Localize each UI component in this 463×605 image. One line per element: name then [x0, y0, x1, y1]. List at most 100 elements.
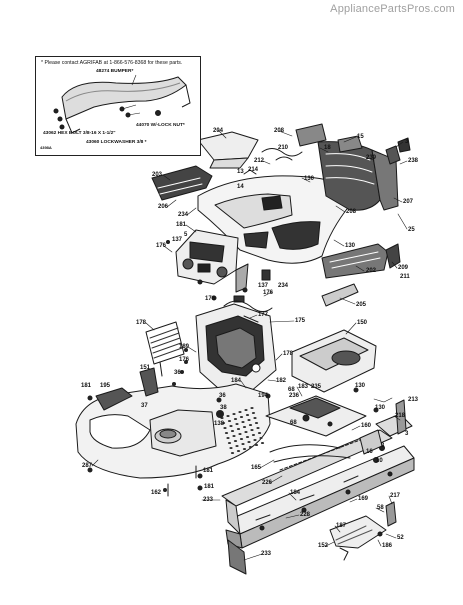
part-callout: 211 — [400, 274, 410, 280]
front-panel-202 — [321, 243, 401, 279]
vent-slot — [244, 431, 248, 433]
chassis-plate — [265, 395, 367, 471]
part-callout: 176 — [156, 243, 167, 249]
part-callout: 130 — [345, 243, 356, 249]
vent-slot — [239, 416, 244, 418]
spring-lines — [243, 148, 303, 175]
part-callout: 16 — [366, 449, 373, 455]
fender-deck — [75, 383, 271, 479]
part-callout: 234 — [178, 212, 189, 218]
part-callout: 68 — [290, 420, 297, 426]
vent-slot — [232, 413, 236, 415]
part-callout: 15 — [357, 134, 364, 140]
part-callout: 18 — [324, 145, 331, 151]
part-callout: 13 — [237, 169, 244, 175]
vent-slot — [227, 420, 232, 422]
vent-slot — [230, 430, 235, 432]
vent-slot — [241, 443, 245, 445]
inset-part-label: 44070 W/-LOCK NUT* — [136, 123, 185, 128]
part-callout: 239 — [366, 155, 377, 161]
vent-slot — [229, 447, 233, 449]
part-callout: 208 — [346, 209, 357, 215]
vent-slot — [230, 452, 235, 454]
lever-195 — [95, 387, 133, 411]
vent-slot — [254, 444, 259, 446]
vent-slot — [241, 421, 245, 423]
part-callout: 206 — [158, 204, 169, 210]
part-callout: 189 — [179, 344, 190, 350]
vent-slot — [247, 419, 251, 421]
part-callout: 204 — [213, 128, 224, 134]
vent-slot — [250, 429, 254, 431]
watermark: AppliancePartsPros.com — [330, 3, 455, 15]
part-callout: 130 — [375, 405, 386, 411]
inset-code: 4398A — [40, 145, 52, 150]
part-callout: 58 — [377, 505, 384, 511]
fender-vents — [220, 407, 265, 454]
part-callout: 162 — [151, 490, 162, 496]
inset-box: * Please contact AGRIFAB at 1-866-576-83… — [35, 56, 201, 156]
vent-grille — [145, 321, 185, 365]
vent-slot — [235, 423, 239, 425]
part-callout: 287 — [82, 463, 93, 469]
part-callout: 130 — [355, 383, 366, 389]
part-callout: 137 — [258, 283, 269, 289]
steering-support — [195, 300, 277, 393]
vent-slot — [242, 448, 247, 450]
part-callout: 178 — [283, 351, 294, 357]
vent-slot — [256, 427, 260, 429]
vent-slot — [229, 425, 233, 427]
part-callout: 178 — [136, 320, 147, 326]
part-callout: 3 — [405, 431, 409, 437]
part-callout: 203 — [152, 172, 163, 178]
part-callout: 181 — [176, 222, 187, 228]
small-parts — [166, 240, 271, 303]
panel-205 — [321, 283, 359, 307]
part-callout: 207 — [403, 199, 414, 205]
vent-slot — [248, 446, 253, 448]
bolt-stems — [159, 361, 197, 497]
vent-slot — [251, 412, 256, 414]
part-callout: 186 — [382, 543, 393, 549]
vent-slot — [224, 432, 229, 434]
part-callout: 14 — [237, 184, 244, 190]
part-callout: 184 — [290, 490, 301, 496]
vent-slot — [221, 422, 226, 424]
part-callout: 218 — [395, 413, 406, 419]
vent-slot — [233, 418, 238, 420]
vent-slot — [257, 432, 262, 434]
part-callout: 176 — [263, 290, 274, 296]
part-callout: 52 — [397, 535, 404, 541]
part-callout: 228 — [300, 512, 311, 518]
part-callout: 212 — [254, 158, 265, 164]
vent-slot — [259, 437, 263, 439]
fasteners — [87, 348, 379, 492]
vent-slot — [245, 436, 250, 438]
vent-slot — [233, 440, 238, 442]
part-callout: 233 — [203, 497, 214, 503]
vent-slot — [248, 424, 253, 426]
part-callout: 176 — [179, 357, 190, 363]
vent-slot — [250, 407, 254, 409]
part-callout: 233 — [261, 551, 272, 557]
part-callout: 3 — [405, 139, 409, 145]
vent-slot — [242, 426, 247, 428]
vent-slot — [245, 414, 250, 416]
part-callout: 181 — [81, 383, 92, 389]
vent-slot — [253, 417, 257, 419]
part-callout: 152 — [318, 543, 329, 549]
vent-slot — [253, 439, 257, 441]
part-callout: 68 — [288, 387, 295, 393]
vent-slot — [238, 411, 242, 413]
part-callout: 3 — [381, 443, 385, 449]
vent-slot — [260, 442, 265, 444]
part-callout: 177 — [258, 312, 269, 318]
part-callout: 202 — [366, 268, 377, 274]
frame — [221, 429, 415, 575]
part-callout: 234 — [278, 283, 289, 289]
leader-lines — [91, 129, 408, 561]
inset-part-label: 48274 BUMPER* — [96, 69, 134, 74]
part-callout: 238 — [408, 158, 419, 164]
